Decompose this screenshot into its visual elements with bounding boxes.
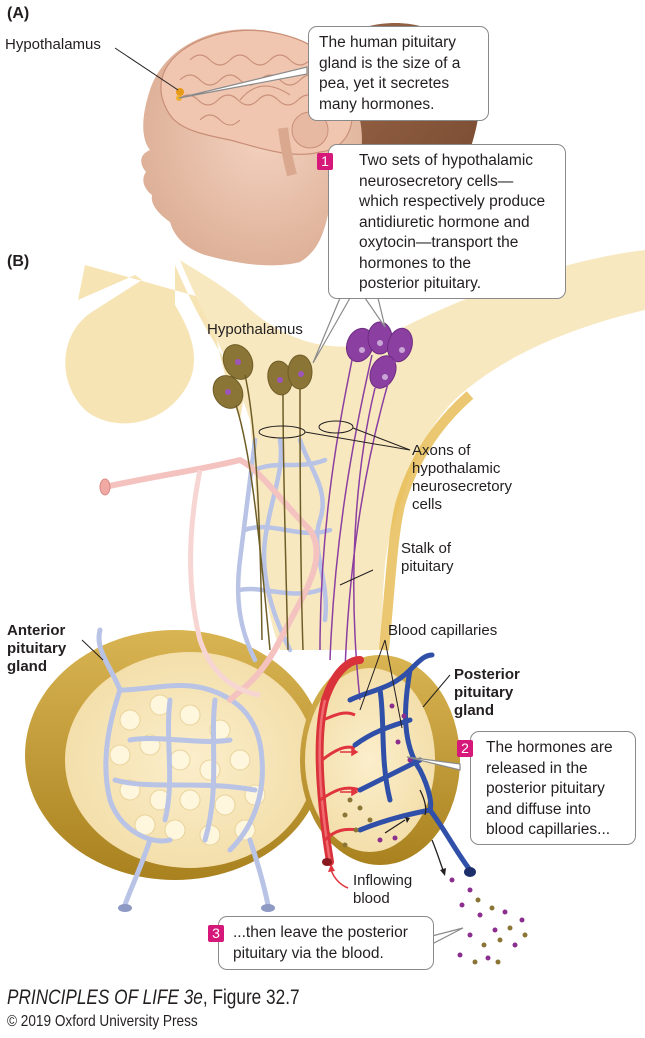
copyright: © 2019 Oxford University Press xyxy=(7,1013,198,1030)
anterior-pituitary-gland xyxy=(25,627,325,912)
step3-text: ...then leave the posterior pituitary vi… xyxy=(233,924,408,962)
step2-badge: 2 xyxy=(457,740,473,757)
hypothalamus-leader-a xyxy=(114,47,179,91)
inflowing-blood-label: Inflowing blood xyxy=(353,872,413,907)
capillaries-leader-2 xyxy=(384,639,403,729)
step3-badge: 3 xyxy=(208,925,224,942)
step3-pointer xyxy=(431,927,464,945)
axons-label: Axons of hypothalamic neurosecretory cel… xyxy=(412,442,513,513)
blood-capillaries-label: Blood capillaries xyxy=(388,622,498,639)
step2-text: The hormones are released in the posteri… xyxy=(486,739,613,838)
posterior-leader xyxy=(422,674,451,708)
hypothalamus-tissue xyxy=(65,250,645,651)
step1-text: Two sets of hypothalamic neurosecretory … xyxy=(359,152,546,292)
capillaries-leader-1 xyxy=(359,639,386,711)
superior-hypophyseal-artery xyxy=(99,456,320,703)
axon-ring-oxytocin xyxy=(318,420,354,434)
stalk-label: Stalk of pituitary xyxy=(401,540,454,575)
stalk-leader xyxy=(339,569,374,586)
figure-ref: , Figure 32.7 xyxy=(202,986,300,1009)
posterior-blood-vessels xyxy=(315,652,476,889)
hormone-particles xyxy=(342,703,528,965)
book-title: PRINCIPLES OF LIFE 3e xyxy=(7,986,203,1009)
step1-callout: 1 Two sets of hypothalamic neurosecretor… xyxy=(317,144,566,299)
adh-neurons xyxy=(212,344,313,651)
step2-pointer xyxy=(406,756,461,771)
hypothalamus-label-b: Hypothalamus xyxy=(207,321,303,338)
stalk xyxy=(180,250,645,650)
step1-badge: 1 xyxy=(317,153,333,170)
anterior-leader xyxy=(81,639,104,661)
panel-b-label: (B) xyxy=(7,253,30,270)
step2-callout: 2 The hormones are released in the poste… xyxy=(457,731,636,845)
hypothalamus-label-a: Hypothalamus xyxy=(5,36,101,53)
step1-pointer-b xyxy=(363,297,386,328)
step3-callout: 3 ...then leave the posterior pituitary … xyxy=(208,916,434,970)
anterior-pituitary-label: Anterior pituitary gland xyxy=(7,622,67,675)
posterior-pituitary-label: Posterior pituitary gland xyxy=(454,666,520,719)
caption-title: PRINCIPLES OF LIFE 3e, Figure 32.7 xyxy=(7,986,300,1010)
pea-callout-pointer xyxy=(178,66,308,99)
oxytocin-neurons xyxy=(319,321,413,701)
panel-a-label: (A) xyxy=(7,5,30,22)
pea-callout: The human pituitary gland is the size of… xyxy=(308,26,489,121)
pea-callout-text: The human pituitary gland is the size of… xyxy=(319,34,461,113)
